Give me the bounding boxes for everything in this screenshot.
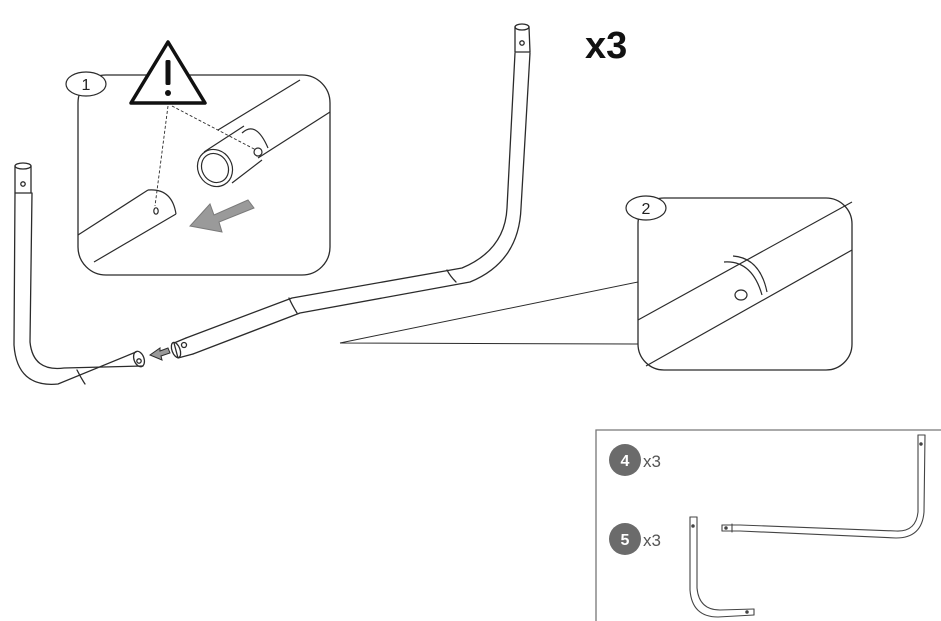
warning-triangle-icon bbox=[129, 40, 207, 105]
left-tube-tip-end bbox=[14, 162, 32, 170]
callout-1-badge bbox=[65, 71, 107, 97]
left-tube-tip bbox=[14, 165, 32, 194]
part-4-number: 4 bbox=[621, 453, 630, 470]
right-tube-tip-hole bbox=[519, 40, 525, 46]
left-tube-open-end bbox=[132, 350, 146, 368]
right-tube-tip-end bbox=[514, 23, 530, 31]
left-bend-joint-ring bbox=[76, 369, 86, 385]
alignment-dashed-line-2 bbox=[171, 105, 257, 151]
left-tube-tip-hole bbox=[20, 181, 26, 187]
right-tube-tip bbox=[514, 26, 531, 53]
callout-1-number: 1 bbox=[82, 77, 91, 94]
callout-2-pin bbox=[734, 289, 748, 301]
callout-2: 2 bbox=[339, 195, 853, 371]
left-tube-section bbox=[13, 192, 137, 385]
part-5-badge bbox=[609, 523, 641, 555]
alignment-dashed-line-1 bbox=[154, 105, 169, 207]
callout-2-badge bbox=[625, 195, 667, 221]
right-tube-section-edge bbox=[192, 52, 531, 355]
callout-1-hole bbox=[153, 207, 159, 215]
part-5-quantity: x3 bbox=[643, 531, 661, 550]
part-4-tube bbox=[721, 434, 926, 539]
parts-box-frame bbox=[595, 429, 941, 621]
callout-2-joint-ring bbox=[723, 261, 763, 296]
part-5-number: 5 bbox=[621, 532, 630, 549]
middle-joint-ring bbox=[288, 297, 298, 314]
insert-arrow-icon bbox=[148, 347, 171, 361]
part-4-quantity: x3 bbox=[643, 452, 661, 471]
callout-1: 1 bbox=[65, 40, 331, 276]
parts-box: 4 x3 5 x3 bbox=[595, 429, 941, 621]
callout-2-frame bbox=[637, 197, 853, 371]
part-5-tube bbox=[689, 516, 755, 618]
direction-arrow-icon bbox=[189, 199, 255, 233]
connector-insert-end bbox=[170, 341, 182, 359]
main-tube-assembly bbox=[13, 23, 531, 385]
left-tube-hole bbox=[136, 358, 142, 364]
part-4-badge bbox=[609, 444, 641, 476]
callout-1-tube-collar bbox=[241, 128, 269, 149]
callout-2-number: 2 bbox=[642, 201, 651, 218]
right-tube-section bbox=[185, 52, 516, 339]
callout-1-pin bbox=[253, 147, 263, 157]
connector-insert bbox=[173, 337, 194, 359]
bend-joint-ring bbox=[446, 269, 457, 283]
main-quantity: x3 bbox=[585, 25, 627, 67]
callout-2-pointer bbox=[339, 281, 639, 345]
connector-pin bbox=[180, 341, 188, 349]
left-tube-section-edge bbox=[29, 192, 144, 370]
callout-1-lower-tube-end bbox=[147, 189, 177, 215]
